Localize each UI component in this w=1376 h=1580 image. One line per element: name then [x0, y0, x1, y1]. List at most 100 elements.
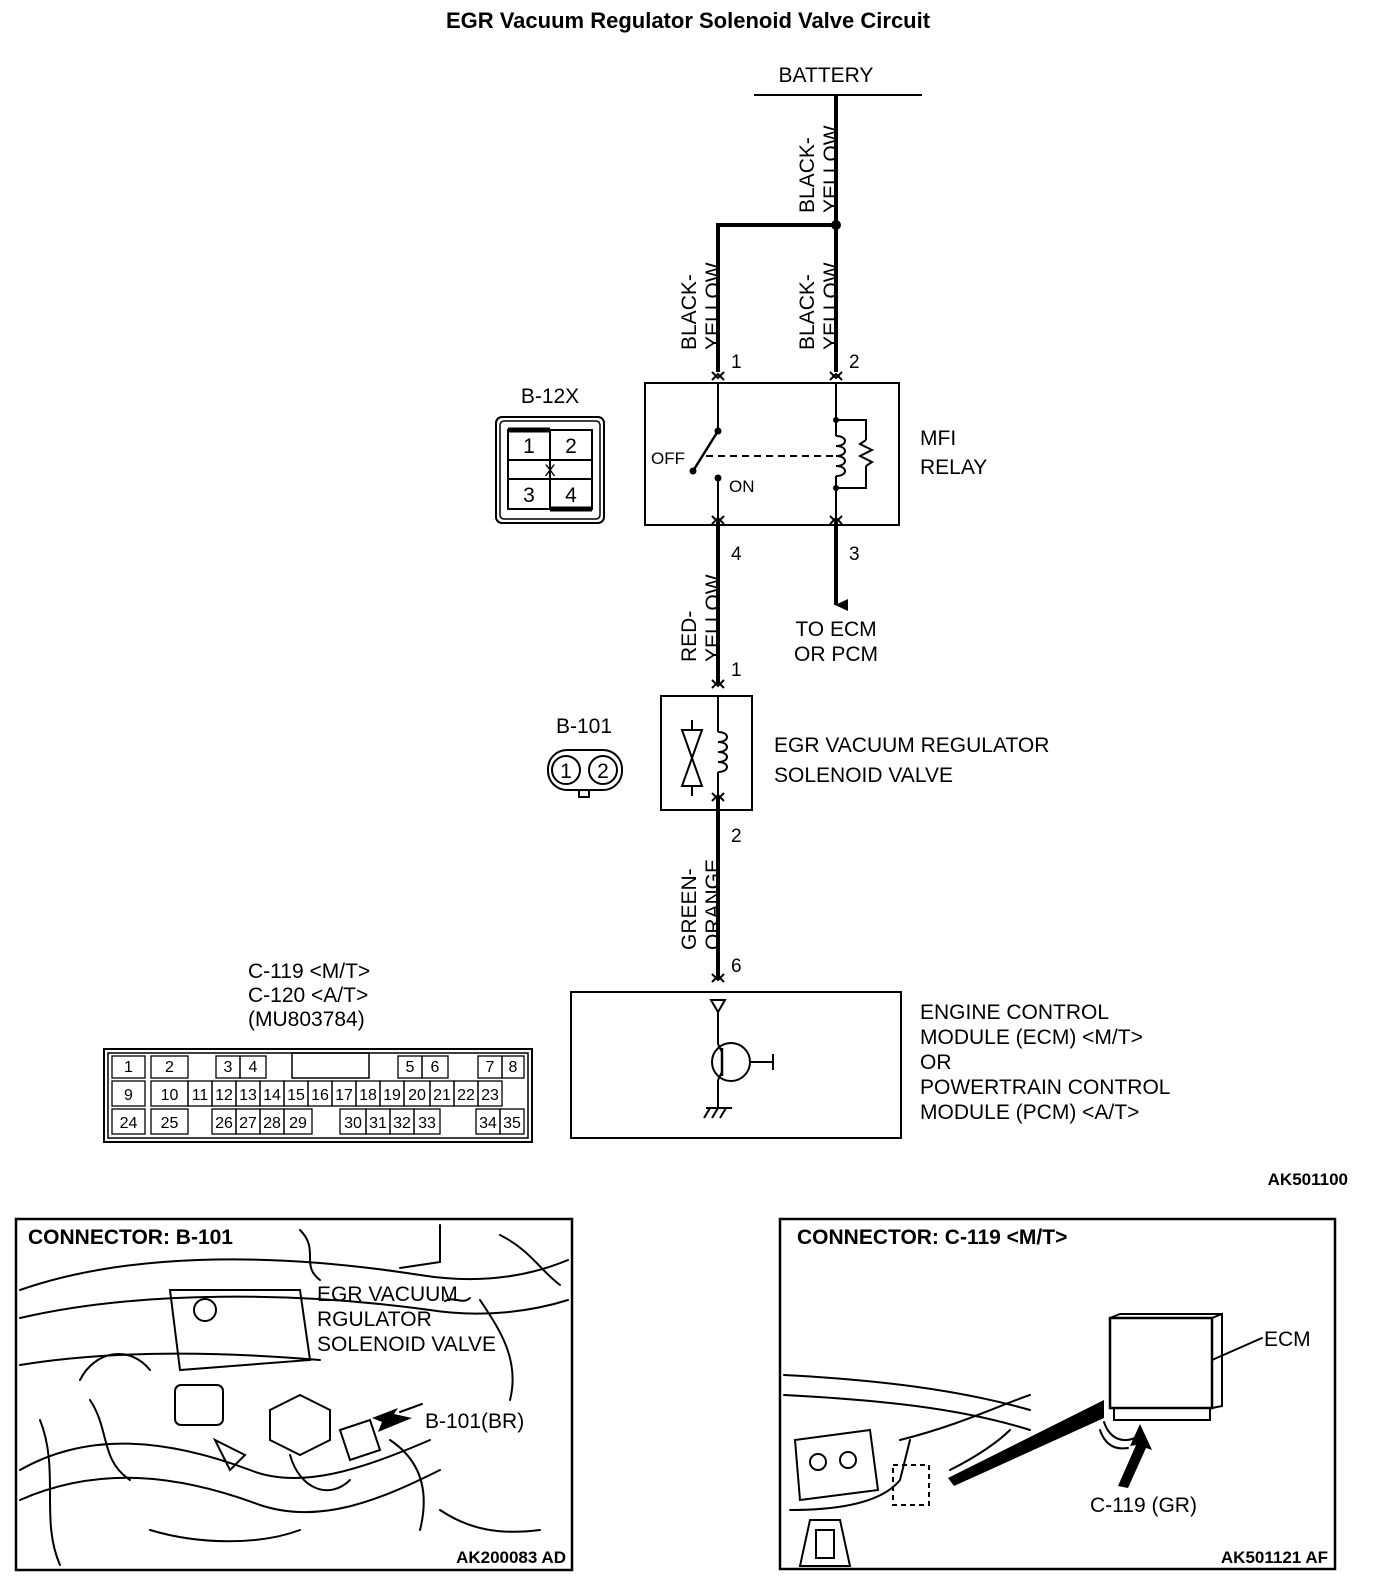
- photo-left-heading: CONNECTOR: B-101: [28, 1226, 233, 1249]
- ecm-transistor: [711, 1042, 751, 1082]
- c119-pin-label: 8: [509, 1059, 518, 1076]
- to-ecm-line1: TO ECM: [795, 618, 876, 641]
- c119-label-line1: C-119 <M/T>: [248, 960, 370, 983]
- c119-pointer-arrow: [1118, 1424, 1152, 1488]
- photo-left-callout-line1: EGR VACUUM: [317, 1283, 458, 1306]
- c119-pin-label: 17: [335, 1087, 353, 1104]
- c119-pin-label: 6: [431, 1059, 440, 1076]
- splice-point: [831, 220, 841, 230]
- relay-on-label: ON: [729, 477, 755, 496]
- pin-valve-2: 2: [731, 826, 742, 847]
- c119-pin-cell: [239, 1055, 267, 1079]
- ecm-label-line2: MODULE (ECM) <M/T>: [920, 1026, 1143, 1049]
- ecm-label-line3: OR: [920, 1051, 952, 1074]
- c119-pin-cell: [111, 1080, 146, 1107]
- b101-pin-2: 2: [597, 760, 609, 783]
- c119-pin-label: 13: [239, 1087, 257, 1104]
- svg-text:YELLOW: YELLOW: [702, 262, 725, 350]
- c119-pin-label: 2: [165, 1059, 174, 1076]
- c119-pin-cell: [111, 1108, 146, 1135]
- c119-pin-label: 35: [503, 1115, 521, 1132]
- c119-pin-label: 21: [433, 1087, 451, 1104]
- pin-relay-2: 2: [849, 352, 860, 373]
- photo-left-callout-line2: RGULATOR: [317, 1308, 432, 1331]
- mfi-relay: OFF ON: [644, 382, 900, 526]
- ecm-label-line4: POWERTRAIN CONTROL: [920, 1076, 1170, 1099]
- relay-off-label: OFF: [651, 449, 685, 468]
- c119-pin-label: 25: [161, 1115, 179, 1132]
- c119-pin-label: 23: [481, 1087, 499, 1104]
- b12x-cell-3: 3: [523, 484, 535, 507]
- c119-pin-label: 5: [406, 1059, 415, 1076]
- c119-pin-label: 15: [287, 1087, 305, 1104]
- svg-text:GREEN-: GREEN-: [678, 868, 701, 950]
- photo-left-code: AK200083 AD: [456, 1548, 566, 1567]
- c119-pin-label: 18: [359, 1087, 377, 1104]
- c119-pin-label: 30: [344, 1115, 362, 1132]
- svg-text:YELLOW: YELLOW: [820, 125, 843, 213]
- relay-resistor: [857, 439, 875, 467]
- pin-relay-4: 4: [731, 544, 742, 565]
- photo-right-ecm-label: ECM: [1264, 1328, 1311, 1351]
- c119-pin-label: 7: [486, 1059, 495, 1076]
- ecm-module: [570, 991, 902, 1139]
- c119-pin-cell: [150, 1055, 189, 1079]
- pin-relay-1: 1: [731, 352, 742, 373]
- svg-text:YELLOW: YELLOW: [820, 262, 843, 350]
- c119-pin-label: 27: [239, 1115, 257, 1132]
- c119-pin-label: 12: [215, 1087, 233, 1104]
- c119-pin-label: 10: [161, 1087, 179, 1104]
- c119-pin-cell: [111, 1055, 146, 1079]
- svg-text:BLACK-: BLACK-: [678, 274, 701, 350]
- c119-pin-label: 31: [369, 1115, 387, 1132]
- valve-label-line1: EGR VACUUM REGULATOR: [774, 734, 1049, 757]
- b101-pointer-arrow: [372, 1408, 412, 1432]
- engine-bay-illustration: [19, 1224, 569, 1566]
- c119-pin-label: 19: [383, 1087, 401, 1104]
- valve-symbol: [680, 729, 704, 787]
- to-ecm-line2: OR PCM: [794, 643, 878, 666]
- c119-pin-label: 14: [263, 1087, 281, 1104]
- c119-pin-label: 16: [311, 1087, 329, 1104]
- c119-pin-cell: [150, 1108, 189, 1135]
- diagram-code: AK501100: [1268, 1170, 1348, 1189]
- c119-pin-label: 33: [418, 1115, 436, 1132]
- wire-label-relay-pin1: BLACK- YELLOW: [678, 262, 725, 350]
- ecm-label-line1: ENGINE CONTROL: [920, 1001, 1109, 1024]
- valve-coil: [717, 731, 728, 773]
- photo-right-frame: [778, 1217, 1337, 1571]
- c119-pin-label: 34: [479, 1115, 497, 1132]
- c119-label-line2: C-120 <A/T>: [248, 984, 368, 1007]
- c119-pin-label: 11: [192, 1087, 209, 1104]
- b12x-cell-4: 4: [565, 484, 577, 507]
- c119-pin-label: 4: [249, 1059, 258, 1076]
- photo-right-pointer-label: C-119 (GR): [1090, 1494, 1197, 1517]
- wire-label-valve-to-ecm: GREEN- ORANGE: [678, 859, 725, 950]
- ecm-box: [570, 991, 902, 1139]
- c119-pin-label: 22: [457, 1087, 475, 1104]
- c119-label-line3: (MU803784): [248, 1008, 365, 1031]
- b12x-center-mark: X: [544, 461, 555, 480]
- photo-left-callout-line3: SOLENOID VALVE: [317, 1333, 496, 1356]
- svg-text:YELLOW: YELLOW: [702, 574, 725, 662]
- c119-pin-label: 1: [124, 1059, 133, 1076]
- svg-text:BLACK-: BLACK-: [796, 274, 819, 350]
- valve-box: [660, 695, 753, 811]
- dashboard-illustration: [783, 1312, 1263, 1567]
- ecm-label-line5: MODULE (PCM) <A/T>: [920, 1101, 1139, 1124]
- c119-pin-cell: [421, 1055, 449, 1079]
- c119-pin-cell: [413, 1108, 441, 1135]
- c119-pin-label: 20: [408, 1087, 426, 1104]
- photo-left-frame: [14, 1217, 574, 1572]
- c119-pin-label: 29: [289, 1115, 307, 1132]
- svg-text:ORANGE: ORANGE: [702, 859, 725, 950]
- photo-connector-c119: CONNECTOR: C-119 <M/T> ECM C-119 (GR) AK…: [778, 1217, 1337, 1571]
- c119-pin-cell: [477, 1080, 503, 1107]
- c119-pin-cell: [283, 1108, 313, 1135]
- egr-solenoid-valve: [660, 695, 753, 811]
- svg-text:BLACK-: BLACK-: [796, 137, 819, 213]
- connector-chevrons: [711, 371, 843, 983]
- connector-b12x: B-12X 1 2 3 4 X: [495, 385, 605, 524]
